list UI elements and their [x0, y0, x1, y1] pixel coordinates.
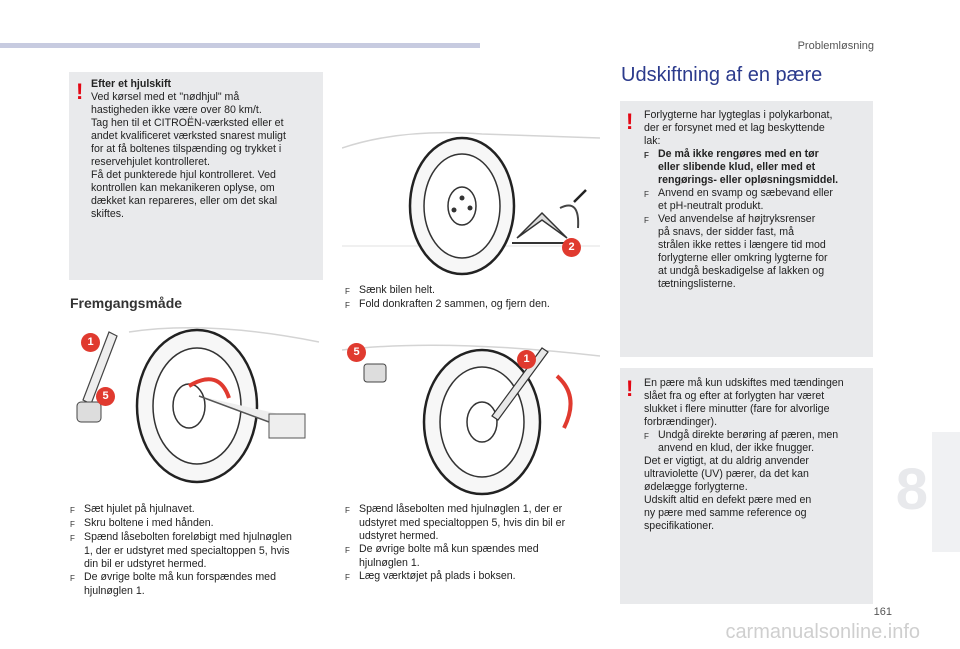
note-line: for at få boltenes tilspænding og trykke… [91, 143, 282, 155]
callout-5-mid: 5 [347, 343, 366, 362]
note-line: dækket kan repareres, eller om det skal [91, 195, 278, 207]
note-line: hastigheden ikke være over 80 km/t. [91, 104, 262, 116]
callout-2: 2 [562, 238, 581, 257]
step-item: 1, der er udstyret med specialtoppen 5, … [84, 545, 290, 557]
page-number: 161 [873, 606, 892, 618]
callout-1-left: 1 [81, 333, 100, 352]
note-line: skiftes. [91, 208, 124, 220]
callout-1-mid: 1 [517, 350, 536, 369]
wheel-jack-illustration [342, 131, 600, 276]
note-box: ! Efter et hjulskift Ved kørsel med et "… [69, 72, 323, 280]
note-line: andet kvalificeret værksted snarest muli… [91, 130, 286, 142]
section-title: Problemløsning [797, 40, 874, 52]
note-line: Få det punkterede hjul kontrolleret. Ved [91, 169, 276, 181]
wheel-wrench-illustration [342, 344, 600, 496]
step-item: din bil er udstyret hermed. [84, 558, 207, 570]
chapter-tab [932, 432, 960, 552]
step-item: udstyret med specialtoppen 5, hvis din b… [359, 517, 566, 529]
step-item: hjulnøglen 1. [359, 557, 420, 569]
note-line: kontrollen kan mekanikeren oplyse, om [91, 182, 275, 194]
bulb-replace-box: ! En pære må kun udskiftes med tændingen… [620, 368, 873, 604]
step-item: udstyret hermed. [359, 530, 439, 542]
warning-icon: ! [626, 109, 634, 134]
procedure-heading: Fremgangsmåde [70, 295, 183, 311]
bulb-care-box: ! Forlygterne har lygteglas i polykarbon… [620, 101, 873, 357]
note-line: reservehjulet kontrolleret. [91, 156, 210, 168]
step-item: hjulnøglen 1. [84, 585, 145, 597]
callout-5-left: 5 [96, 387, 115, 406]
header-bar [0, 43, 480, 48]
wheel-tighten-illustration [76, 327, 320, 484]
note-line: Tag hen til et CITROËN-værksted eller et [91, 117, 284, 129]
warning-icon: ! [626, 376, 634, 401]
note-line: Ved kørsel med et "nødhjul" må [91, 91, 240, 103]
bulb-heading: Udskiftning af en pære [621, 64, 823, 86]
note-title: Efter et hjulskift [91, 78, 172, 90]
warning-icon: ! [76, 79, 84, 104]
chapter-number: 8 [895, 457, 928, 522]
watermark: carmanualsonline.info [725, 621, 920, 643]
